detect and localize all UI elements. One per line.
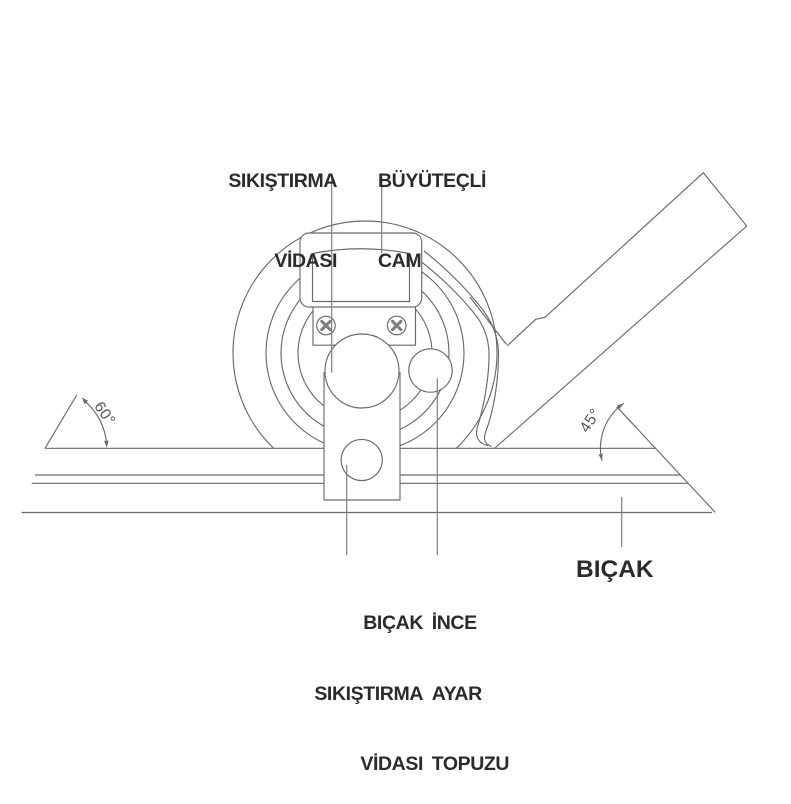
- label-clamp-screw-line1: SIKIŞTIRMA: [228, 170, 337, 192]
- label-fine-adjustment-knob-line2: AYAR: [431, 682, 482, 705]
- blade-outline: [494, 171, 748, 449]
- blade-clamp-screw-circle: [340, 438, 383, 482]
- label-blade-clamp-screw-line2: SIKIŞTIRMA: [314, 682, 423, 705]
- phillips-screw-left-cross: [320, 319, 332, 332]
- label-magnifier-glass-line2: CAM: [378, 249, 422, 272]
- label-clamp-screw-line2: VİDASI: [274, 249, 337, 272]
- magnifier-assembly: [299, 232, 423, 308]
- label-magnifier-glass: BÜYÜTEÇLİ CAM: [378, 115, 486, 327]
- phillips-screw-right-cross: [390, 319, 403, 332]
- label-blade-clamp-screw: BIÇAK SIKIŞTIRMA VİDASI: [314, 565, 423, 804]
- sector-vane: [415, 250, 507, 448]
- label-fine-adjustment-knob-line1: İNCE: [431, 612, 477, 634]
- dimension-45-arrowhead-bottom: [598, 453, 603, 461]
- blade-angled: [494, 171, 748, 449]
- clamp-screw-knob: [324, 333, 400, 409]
- label-fine-adjustment-knob: İNCE AYAR TOPUZU: [431, 565, 510, 804]
- dimension-60: [44, 394, 109, 449]
- leader-lines: [331, 178, 623, 555]
- dimension-60-arrowhead-top: [81, 397, 89, 405]
- vane-inner-curve: [415, 257, 490, 447]
- label-blade-clamp-screw-line3: VİDASI: [360, 753, 423, 775]
- phillips-screw-right: [386, 315, 407, 336]
- vane-outer-curve: [423, 250, 500, 448]
- dimension-45: [598, 402, 625, 461]
- magnifier-lens-window: [311, 248, 411, 303]
- dimension-60-line: [44, 394, 78, 449]
- dimension-60-arc: [82, 399, 108, 446]
- stock-angled-end-edge: [616, 406, 716, 513]
- label-blade-clamp-screw-line1: BIÇAK: [363, 612, 423, 634]
- dimension-60-arrowhead-bottom: [104, 440, 109, 448]
- dimension-45-arrowhead-top: [616, 403, 624, 409]
- clamp-arm-outline: [323, 372, 401, 501]
- fine-adjust-knob: [408, 348, 453, 393]
- label-fine-adjustment-knob-line3: TOPUZU: [431, 753, 510, 775]
- label-blade: BIÇAK: [576, 556, 654, 583]
- label-clamp-screw: SIKIŞTIRMA VİDASI: [228, 115, 337, 327]
- label-magnifier-glass-line1: BÜYÜTEÇLİ: [378, 170, 486, 192]
- blade-body-fill: [495, 172, 747, 448]
- vane-edge-line: [469, 296, 507, 345]
- phillips-screw-left: [316, 315, 336, 336]
